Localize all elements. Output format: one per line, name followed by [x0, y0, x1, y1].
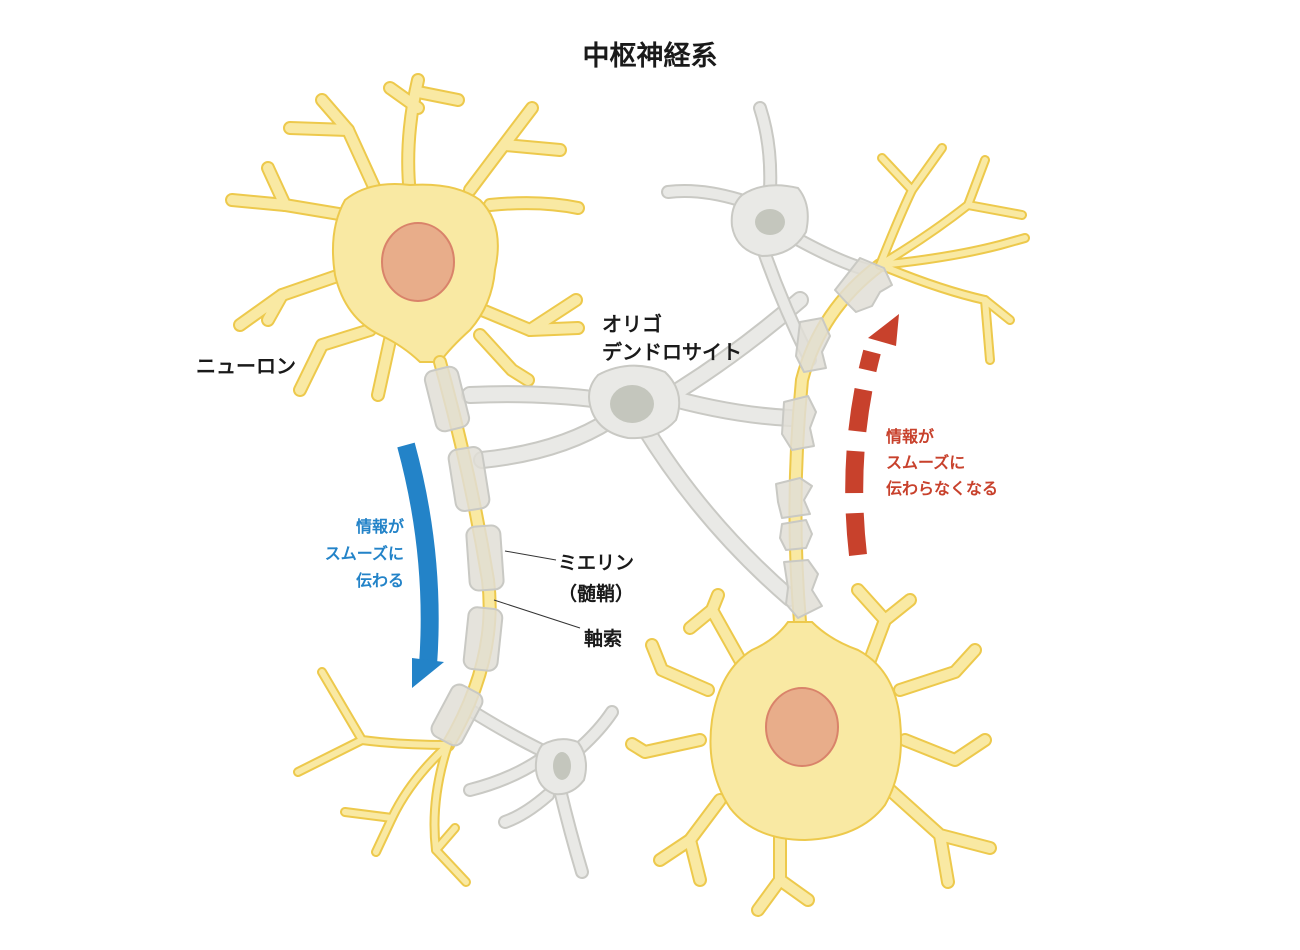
glia-upper-right-nucleus [755, 209, 785, 235]
axon-label: 軸索 [584, 628, 623, 650]
myelin-damaged-segment [834, 257, 893, 313]
myelin-damaged-segment [775, 477, 813, 519]
myelin-leader-line [504, 550, 557, 561]
myelin-left-segments [423, 365, 505, 747]
blocked-signal-arrow [845, 314, 899, 557]
neuron-upper-left-nucleus [381, 222, 455, 302]
smooth-transmission-label: 情報が スムーズに 伝わる [312, 513, 404, 594]
neuron-upper-left-dendrites [225, 73, 585, 402]
myelin-damaged-segment [783, 559, 823, 619]
smooth-label-line: スムーズに [324, 544, 404, 563]
myelin-segment [430, 683, 484, 747]
smooth-signal-arrow [397, 442, 444, 688]
smooth-label-line: 情報が [355, 517, 404, 536]
blocked-label-line: 情報が [886, 427, 935, 446]
myelin-damaged-segment [795, 317, 831, 373]
myelin-label-line: ミエリン [558, 552, 635, 574]
myelin-damaged-segment [781, 395, 817, 451]
axon-leader-line [493, 599, 581, 629]
myelin-segment [462, 606, 504, 672]
diagram-title: 中枢神経系 [582, 41, 718, 72]
myelin-right-damaged-segments [775, 257, 893, 619]
smooth-label-line: 伝わる [355, 571, 404, 590]
myelin-segment [447, 446, 491, 512]
neuron-lower-right-dendrites [625, 583, 997, 917]
oligodendrocyte-label: オリゴ デンドロサイト [602, 310, 742, 366]
neuron-lower-right-nucleus [765, 687, 839, 767]
oligodendrocyte-label-line: オリゴ [602, 312, 662, 336]
myelin-segment [465, 524, 505, 592]
neuron-label: ニューロン [196, 354, 296, 378]
oligodendrocyte-nucleus [610, 385, 654, 423]
glia-bottom-nucleus [553, 752, 571, 780]
oligodendrocyte-label-line: デンドロサイト [602, 340, 742, 364]
blocked-transmission-label: 情報が スムーズに 伝わらなくなる [886, 424, 998, 502]
myelin-label: ミエリン （髄鞘） [558, 548, 634, 610]
myelin-damaged-segment [779, 519, 813, 551]
myelin-label-line: （髄鞘） [558, 583, 635, 605]
glia-bottom-processes [463, 703, 619, 879]
axon-left-terminals [293, 667, 471, 887]
blocked-label-line: スムーズに [886, 453, 966, 472]
blocked-label-line: 伝わらなくなる [886, 479, 999, 498]
myelin-segment [423, 365, 471, 433]
axon-right-terminals [875, 143, 1030, 365]
